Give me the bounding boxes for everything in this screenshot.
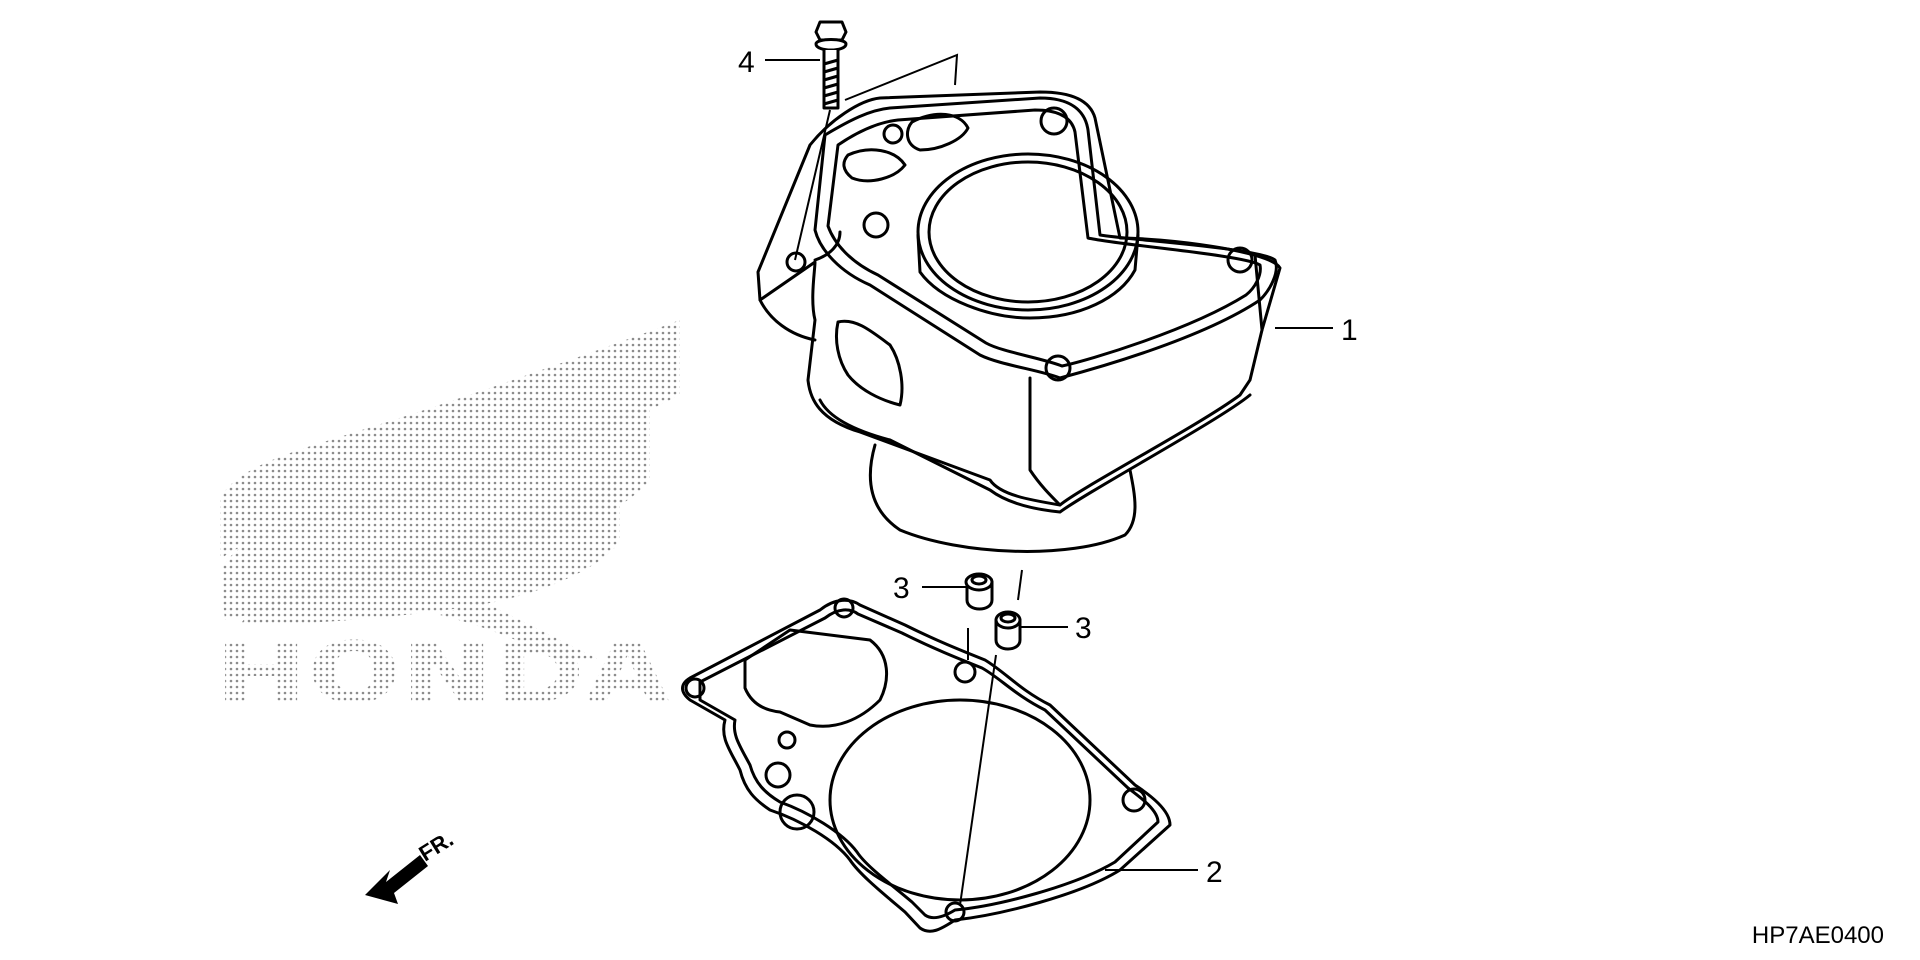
leader-lines (765, 59, 1333, 871)
flange-bolt (814, 20, 848, 110)
callout-3-upper: 3 (893, 572, 910, 605)
callout-4: 4 (738, 46, 755, 79)
dowel-pin-lower (994, 610, 1022, 651)
cylinder-base-gasket (681, 597, 1172, 933)
honda-wing-logo (220, 320, 680, 660)
alignment-lines (794, 53, 1023, 906)
dowel-pin-upper (964, 572, 994, 611)
callout-2: 2 (1206, 856, 1223, 889)
diagram-code: HP7AE0400 (1751, 922, 1884, 949)
callout-1: 1 (1341, 314, 1358, 347)
honda-logo-text: HONDA (215, 624, 670, 722)
cylinder (756, 90, 1282, 553)
front-direction-arrow-icon: FR. (365, 826, 458, 904)
callout-3-lower: 3 (1075, 612, 1092, 645)
